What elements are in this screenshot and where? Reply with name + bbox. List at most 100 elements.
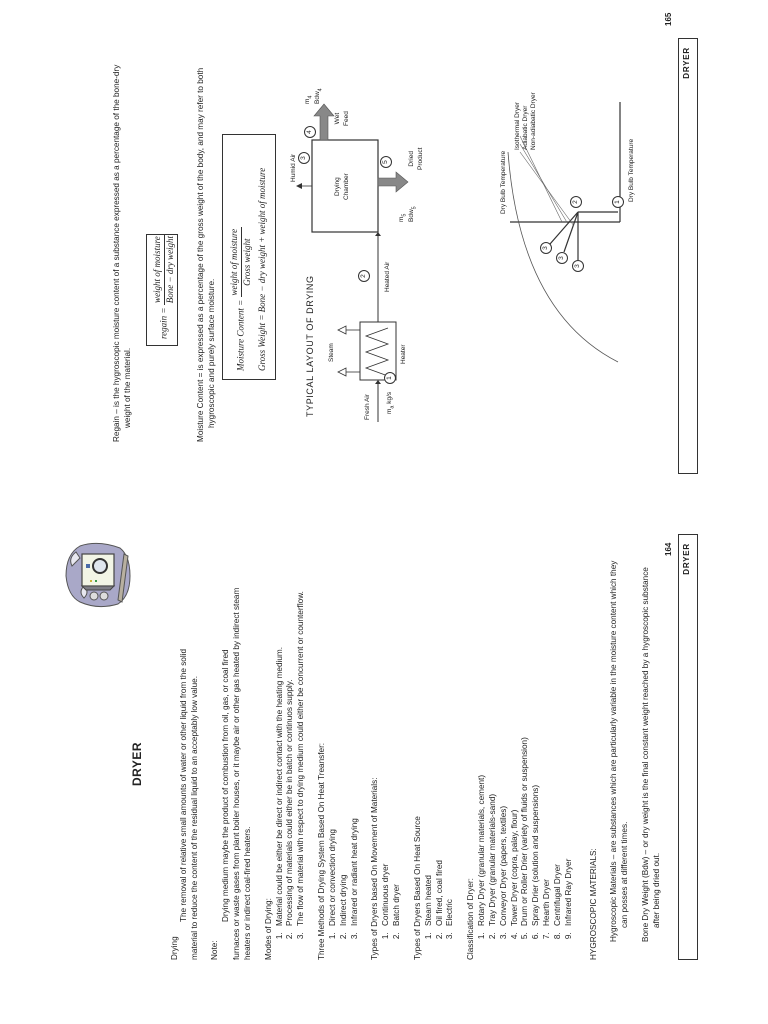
list-item: Indirect drying — [339, 560, 350, 930]
section-movement: Types of Dryers based On Movement of Mat… — [370, 560, 402, 960]
section-modes: Modes of Drying: Material could be eithe… — [264, 560, 307, 960]
hygroscopic-heading: HYGROSCOPIC MATERIALS: — [588, 848, 598, 960]
moisture-content-text: Moisture Content = is expressed as a per… — [196, 22, 218, 442]
dryer-machine-icon — [58, 536, 138, 616]
point-1: 1 — [384, 372, 396, 384]
list-item: Tray Dryer (granular materials-sand) — [488, 560, 499, 930]
list-item: Hearth Dryer — [542, 560, 553, 930]
heat-transfer-list: Direct or convection drying Indirect dry… — [328, 560, 360, 960]
classification-heading: Classification of Dryer: — [466, 878, 476, 960]
heat-source-heading: Types of Dryers Based On Heat Source — [412, 816, 422, 960]
label-ma: ma kg/s — [386, 391, 396, 414]
list-item: Conveyor Dryer (papers, textiles) — [499, 560, 510, 930]
page-number: 165 — [664, 12, 673, 26]
label-heater: Heater — [400, 344, 407, 364]
page-footer: DRYER — [678, 38, 698, 474]
drying-text-2: material to reduce the content of the re… — [189, 675, 199, 960]
moisture-numerator: weight of moisture — [229, 226, 242, 298]
left-page-body: Drying The removal of relative small amo… — [170, 560, 673, 960]
list-item: Continuous dryer — [381, 560, 392, 930]
psychro-point-1: 1 — [612, 196, 624, 208]
label-steam: Steam — [328, 343, 335, 362]
moisture-formula-box: Moisture Content = weight of moisture Gr… — [222, 134, 276, 380]
psychro-point-3c: 3 — [540, 242, 552, 254]
modes-list: Material could be either be direct or in… — [275, 560, 307, 960]
point-5: 5 — [380, 156, 392, 168]
section-note: Note: Drying medium maybe the product of… — [210, 560, 253, 960]
section-heat-transfer: Three Methods of Drying System Based On … — [317, 560, 360, 960]
list-item: Electric — [445, 560, 456, 930]
list-item: Processing of materials could either be … — [285, 560, 296, 930]
psychro-point-3a: 3 — [572, 260, 584, 272]
footer-label: DRYER — [682, 47, 691, 79]
modes-heading: Modes of Drying: — [263, 898, 273, 960]
list-item: Spray Drier (solution and suspensions) — [531, 560, 542, 930]
moisture-content-definition: Moisture Content = is expressed as a per… — [196, 67, 216, 442]
list-item: Drum or Roller Drier (variety of fluids … — [520, 560, 531, 930]
list-item: Direct or convection drying — [328, 560, 339, 930]
regain-text: Regain – is the hygroscopic moisture con… — [112, 42, 134, 442]
heat-source-list: Steam heated Oil fired, coal fired Elect… — [424, 560, 456, 960]
page-165: Regain – is the hygroscopic moisture con… — [112, 2, 698, 474]
heat-transfer-heading: Three Methods of Drying System Based On … — [317, 742, 327, 960]
drying-text-1: The removal of relative small amounts of… — [178, 648, 188, 922]
list-item: Tower Dryer (copra, palay, flour) — [510, 560, 521, 930]
page-164: DRYER Drying The removal of relative sma… — [0, 512, 768, 1024]
moisture-lhs: Moisture Content = — [235, 299, 246, 371]
hygroscopic-definition: Hygroscopic Materials – are substances w… — [609, 560, 630, 942]
page-footer: DRYER — [678, 534, 698, 960]
regain-fraction: weight of moisture Bone − dry weight — [152, 233, 177, 306]
point-3: 3 — [298, 152, 310, 164]
list-item: Oil fired, coal fired — [435, 560, 446, 930]
psychro-point-3b: 3 — [556, 252, 568, 264]
list-item: Material could be either be direct or in… — [275, 560, 286, 930]
section-hygroscopic: HYGROSCOPIC MATERIALS: Hygroscopic Mater… — [589, 560, 663, 960]
psychrometric-diagram: 1 2 3 3 3 Dry Bulb Temperature Dry Bulb … — [500, 92, 640, 372]
label-fresh-air: Fresh Air — [364, 393, 371, 420]
note-text-2: furnaces or waste gases from plant boile… — [232, 587, 252, 960]
regain-lhs: regain = — [158, 307, 169, 340]
classification-list: Rotary Dryer (granular materials, cement… — [477, 560, 574, 960]
point-2: 2 — [358, 270, 370, 282]
list-item: Infrared or radiant heat drying — [350, 560, 361, 930]
regain-denominator: Bone − dry weight — [164, 235, 175, 304]
list-item: Steam heated — [424, 560, 435, 930]
regain-formula-box: regain = weight of moisture Bone − dry w… — [146, 233, 178, 346]
section-heat-source: Types of Dryers Based On Heat Source Ste… — [413, 560, 456, 960]
drying-layout-diagram: Fresh Air ma kg/s 1 Steam Heater 2 Heate… — [290, 2, 450, 422]
legend-isothermal: Isothermal Dryer — [514, 101, 521, 150]
page-title: DRYER — [130, 741, 144, 786]
moisture-fraction: weight of moisture Gross weight — [229, 226, 254, 298]
psychro-y-label: Dry Bulb Temperature — [500, 150, 507, 214]
psychro-point-2: 2 — [570, 196, 582, 208]
psychro-legend: Isothermal Dryer Adiabatic Dryer Non-adi… — [514, 92, 537, 150]
list-item: Centrifugal Dryer — [553, 560, 564, 930]
list-item: Batch dryer — [392, 560, 403, 930]
regain-numerator: weight of moisture — [152, 233, 165, 306]
note-heading: Note: — [210, 940, 220, 960]
regain-definition: Regain – is the hygroscopic moisture con… — [112, 64, 132, 442]
list-item: The flow of material with respect to dry… — [296, 560, 307, 930]
list-item: Infrared Ray Dryer — [564, 560, 575, 930]
gross-weight-formula: Gross Weight = Bone − dry weight + weigh… — [257, 167, 267, 371]
section-drying: Drying The removal of relative small amo… — [170, 560, 200, 960]
legend-non-adiabatic: Non-adiabatic Dryer — [529, 92, 537, 150]
psychro-x-label: Dry Bulb Temperature — [628, 138, 635, 202]
movement-heading: Types of Dryers based On Movement of Mat… — [370, 777, 380, 960]
section-classification: Classification of Dryer: Rotary Dryer (g… — [466, 560, 574, 960]
moisture-denominator: Gross weight — [241, 238, 252, 286]
footer-label: DRYER — [682, 543, 691, 575]
note-text-1: Drying medium maybe the product of combu… — [221, 649, 231, 922]
label-heated-air: Heated Air — [384, 261, 391, 292]
point-4: 4 — [304, 126, 316, 138]
legend-adiabatic: Adiabatic Dryer — [521, 105, 529, 150]
page-number: 164 — [664, 542, 673, 556]
list-item: Rotary Dryer (granular materials, cement… — [477, 560, 488, 930]
movement-list: Continuous dryer Batch dryer — [381, 560, 403, 960]
